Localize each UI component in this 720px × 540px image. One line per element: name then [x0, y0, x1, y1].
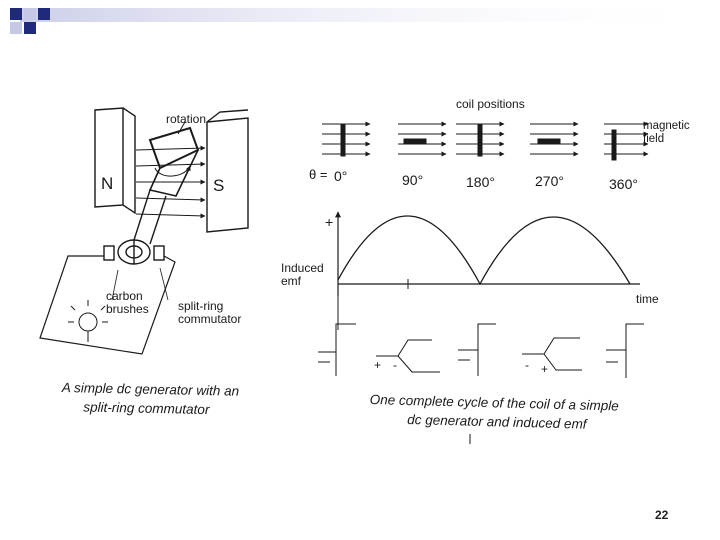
coil-position-90 [398, 121, 447, 157]
coil-positions-diagram [322, 121, 649, 161]
carbon-brushes-label: carbon brushes [106, 290, 149, 316]
left-caption-line2: split-ring commutator [83, 399, 210, 418]
induced-emf-line2: emf [281, 274, 302, 288]
time-axis-label: time [636, 292, 659, 306]
field-lines [135, 145, 206, 219]
emf-curve [337, 215, 631, 286]
polarity-label: - [525, 358, 529, 372]
commutator-label: split-ring commutator [178, 300, 241, 326]
coil-position-360 [604, 121, 649, 161]
magnetic-field-line2: field [643, 133, 665, 145]
commutator-pos-90 [376, 339, 440, 373]
coil-position-270 [530, 121, 579, 157]
header-square [24, 22, 36, 34]
coil-position-180 [456, 121, 505, 157]
header-square [38, 8, 50, 20]
theta-label: θ = [309, 167, 328, 182]
right-caption: One complete cycle of the coil of a simp… [369, 390, 619, 435]
external-circuit [39, 255, 176, 355]
decorative-header [10, 8, 720, 34]
commutator-pos-0 [318, 323, 356, 376]
angle-label: 270° [535, 173, 564, 189]
rotation-arrow [154, 165, 191, 177]
induced-emf-line1: Induced [281, 261, 324, 275]
commutator-pos-360 [606, 323, 644, 378]
induced-emf-label: Induced emf [281, 262, 324, 288]
rotation-label: rotation [166, 112, 207, 126]
commutator-pos-180 [458, 323, 496, 376]
header-fade-bar [20, 8, 720, 22]
angle-label: 360° [609, 176, 638, 192]
carbon-brush [153, 245, 165, 261]
carbon-brush [103, 245, 115, 261]
commutator-line1: split-ring [178, 299, 224, 313]
north-magnet [94, 107, 136, 215]
coil-position-0 [322, 121, 371, 157]
north-pole-label: N [101, 174, 114, 193]
polarity-label: + [374, 358, 382, 372]
commutator-line2: commutator [178, 312, 242, 326]
shaft [133, 189, 167, 245]
lamp-icon [68, 300, 108, 342]
y-axis-plus-label: + [325, 214, 334, 230]
generator-diagram [39, 107, 249, 355]
commutator-pos-270 [522, 337, 582, 371]
header-square [10, 8, 22, 20]
magnetic-field-line1: magnetic [643, 120, 690, 132]
angle-label: 90° [402, 172, 424, 188]
emf-graph [335, 211, 640, 330]
carbon-brushes-line2: brushes [106, 302, 149, 316]
south-pole-label: S [213, 176, 225, 195]
angle-label: 180° [466, 174, 495, 190]
left-caption: A simple dc generator with an split-ring… [61, 378, 240, 420]
south-magnet [206, 109, 249, 233]
polarity-label: - [393, 358, 397, 372]
header-square [10, 22, 22, 34]
carbon-brushes-line1: carbon [106, 289, 143, 303]
coil-positions-label: coil positions [456, 97, 525, 111]
magnetic-field-label: magnetic field [643, 120, 690, 146]
angle-label: 0° [334, 168, 348, 184]
polarity-label: + [541, 362, 549, 376]
page-number: 22 [655, 508, 669, 522]
commutator-positions [318, 323, 644, 378]
header-square [24, 8, 36, 20]
